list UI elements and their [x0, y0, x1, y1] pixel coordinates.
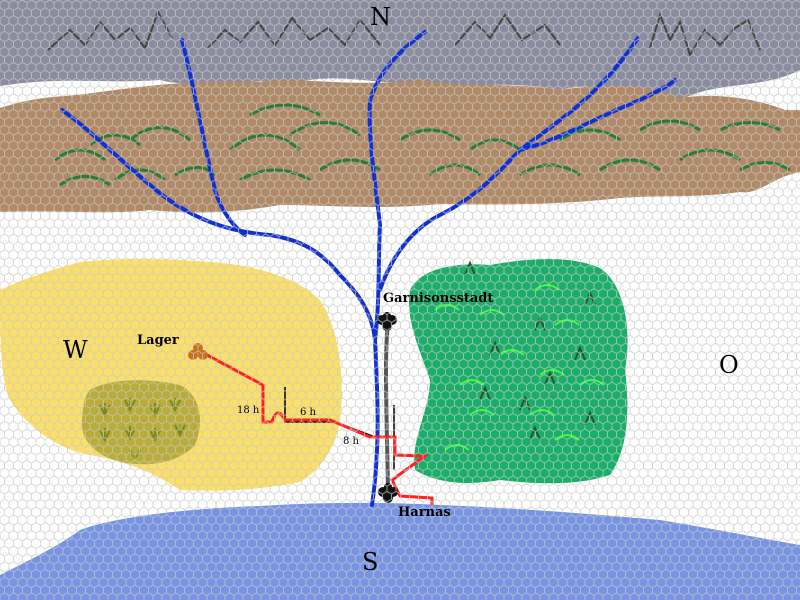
- label-garrison-town: Garnisonsstadt: [383, 291, 493, 306]
- compass-south: S: [362, 548, 378, 576]
- compass-north: N: [370, 3, 391, 31]
- label-harbor: Harnas: [398, 505, 451, 520]
- travel-time-3: 8 h: [343, 436, 360, 447]
- travel-time-1: 18 h: [237, 405, 260, 416]
- travel-time-2: 6 h: [300, 407, 317, 418]
- label-camp: Lager: [137, 333, 179, 348]
- compass-west: W: [63, 336, 88, 364]
- compass-east: O: [719, 351, 739, 379]
